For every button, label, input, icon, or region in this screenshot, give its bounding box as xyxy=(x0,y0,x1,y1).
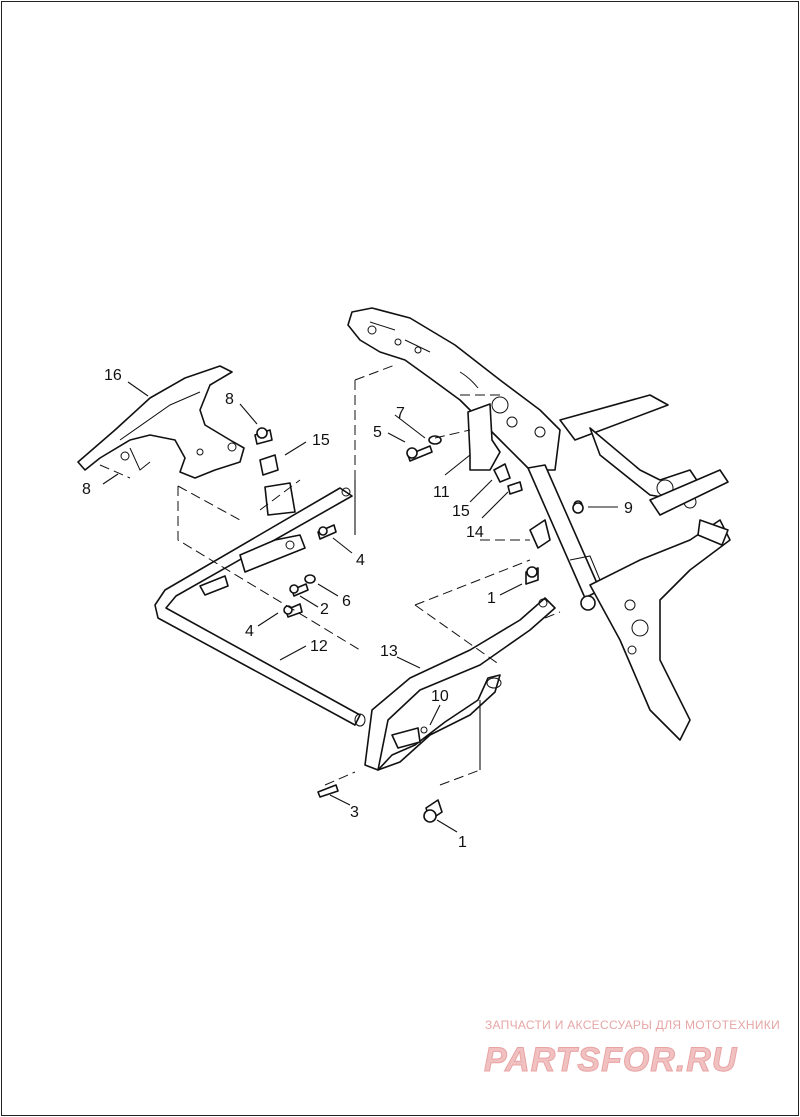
callout-15-left: 15 xyxy=(312,432,330,449)
callout-11: 11 xyxy=(433,484,450,501)
callout-3: 3 xyxy=(350,804,359,821)
callout-labels: 16 8 8 15 7 5 11 15 14 9 4 1 6 2 4 12 13… xyxy=(82,367,633,851)
callout-9: 9 xyxy=(624,500,633,517)
callout-6: 6 xyxy=(342,593,351,610)
watermark-logo: PARTSFOR.RU xyxy=(484,1041,738,1077)
watermark-caption: ЗАПЧАСТИ И АКСЕССУАРЫ ДЛЯ МОТОТЕХНИКИ xyxy=(484,1018,780,1032)
callout-13: 13 xyxy=(380,643,398,660)
assembly-lines xyxy=(99,364,561,786)
part-16-bracket xyxy=(77,365,245,479)
callout-2: 2 xyxy=(320,601,329,618)
callout-1-lower: 1 xyxy=(458,834,467,851)
svg-text:PARTSFOR.RU: PARTSFOR.RU xyxy=(484,1041,738,1077)
callout-16: 16 xyxy=(104,367,122,384)
callout-10: 10 xyxy=(431,688,449,705)
callout-15-right: 15 xyxy=(452,503,470,520)
callout-4-lower: 4 xyxy=(245,623,254,640)
callout-7: 7 xyxy=(396,405,405,422)
callout-1-upper: 1 xyxy=(487,590,496,607)
part-13-rail xyxy=(364,597,556,771)
callout-8-top: 8 xyxy=(225,391,234,408)
callout-4-upper: 4 xyxy=(356,552,365,569)
hardware xyxy=(254,403,584,823)
part-12-rail xyxy=(154,482,366,727)
leader-lines xyxy=(102,381,618,833)
callout-8-left: 8 xyxy=(82,481,91,498)
motorcycle-frame xyxy=(347,307,731,741)
callout-5: 5 xyxy=(373,424,382,441)
callout-12: 12 xyxy=(310,638,328,655)
callout-14: 14 xyxy=(466,524,484,541)
